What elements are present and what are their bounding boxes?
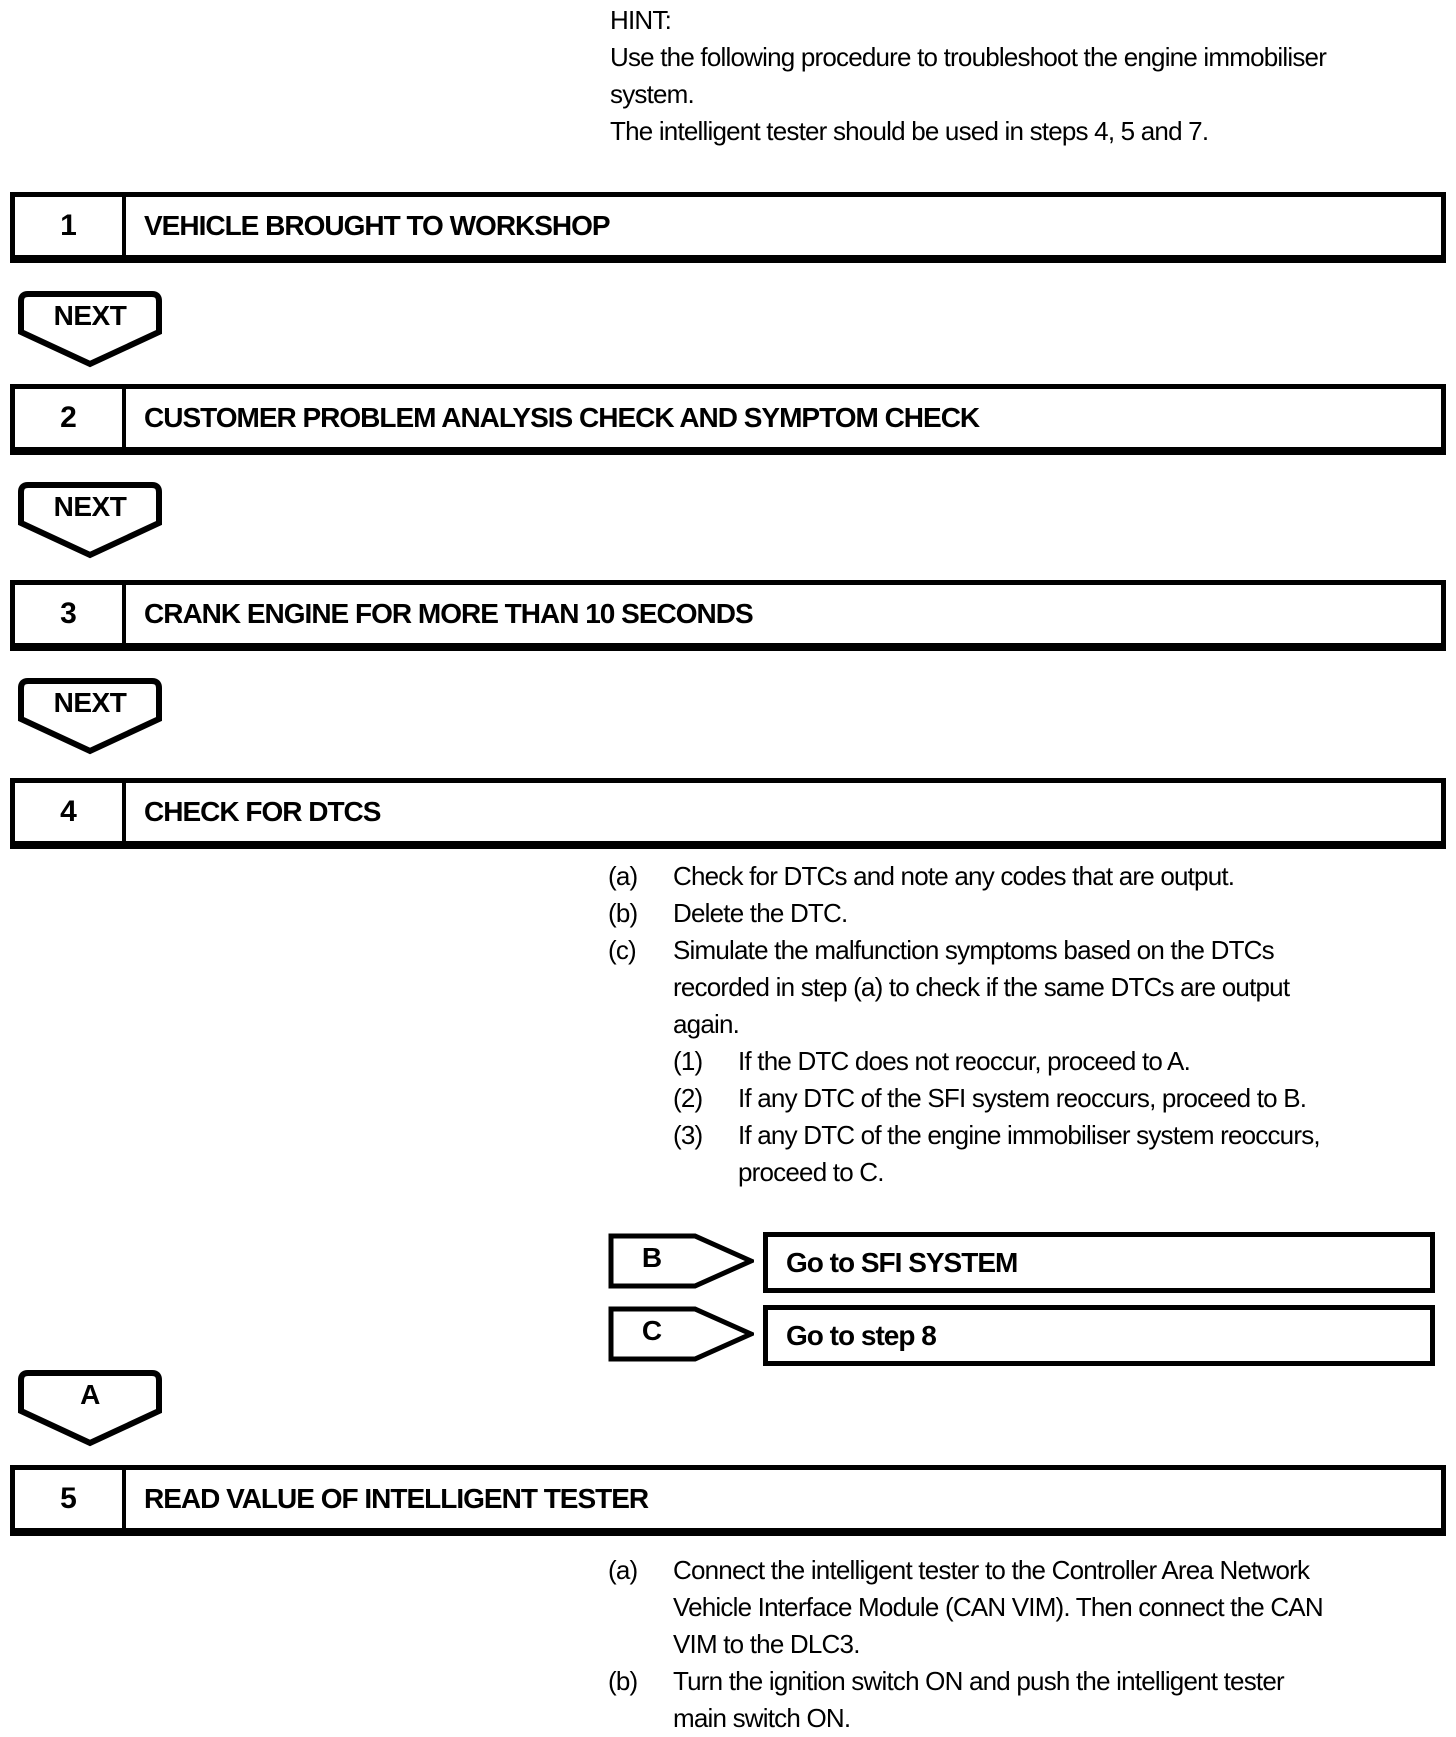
item-marker: (1) [673,1046,703,1076]
instruction-subitem: (1) If the DTC does not reoccur, proceed… [673,1043,1388,1080]
next-label: NEXT [53,687,127,718]
down-arrow-shape [18,1370,162,1447]
step-row-1: 1 VEHICLE BROUGHT TO WORKSHOP [10,192,1446,263]
step-title: READ VALUE OF INTELLIGENT TESTER [144,1483,649,1514]
branch-action-box: Go to step 8 [763,1305,1435,1366]
next-connector-1: NEXT [18,291,162,369]
branch-label: C [641,1315,663,1346]
item-marker: (b) [608,898,638,928]
hint-text-2: The intelligent tester should be used in… [610,116,1209,146]
right-arrow-shape [608,1306,754,1362]
down-arrow-shape [18,291,162,368]
item-marker: (c) [608,935,637,965]
item-marker: (b) [608,1666,638,1696]
branch-row-c: C Go to step 8 [608,1305,1448,1366]
step-5-instructions: (a) Connect the intelligent tester to th… [608,1552,1388,1737]
instruction-item: (c) Simulate the malfunction symptoms ba… [608,932,1388,1043]
hint-label: HINT: [610,5,672,35]
step-title: CUSTOMER PROBLEM ANALYSIS CHECK AND SYMP… [144,402,980,433]
item-text: Connect the intelligent tester to the Co… [673,1555,1324,1659]
next-label: NEXT [53,491,127,522]
branch-label: B [641,1242,663,1273]
instruction-subitem: (3) If any DTC of the engine immobiliser… [673,1117,1388,1191]
instruction-item: (a) Connect the intelligent tester to th… [608,1552,1388,1663]
step-number: 4 [15,783,126,841]
hint-text-1: Use the following procedure to troublesh… [610,42,1327,109]
step-number: 5 [15,1470,126,1528]
next-label: NEXT [53,300,127,331]
branch-action-text: Go to SFI SYSTEM [786,1246,1018,1278]
instruction-item: (b) Turn the ignition switch ON and push… [608,1663,1388,1737]
step-row-2: 2 CUSTOMER PROBLEM ANALYSIS CHECK AND SY… [10,384,1446,455]
item-marker: (a) [608,861,638,891]
step-title: CHECK FOR DTCS [144,796,381,827]
branch-row-b: B Go to SFI SYSTEM [608,1232,1448,1293]
branch-badge-c: C [608,1306,754,1362]
step-title: VEHICLE BROUGHT TO WORKSHOP [144,210,611,241]
item-text: Delete the DTC. [673,898,848,928]
branch-action-text: Go to step 8 [786,1319,937,1351]
a-label: A [80,1379,100,1410]
instruction-item: (a) Check for DTCs and note any codes th… [608,858,1388,895]
step-row-3: 3 CRANK ENGINE FOR MORE THAN 10 SECONDS [10,580,1446,651]
item-text: Simulate the malfunction symptoms based … [673,935,1290,1039]
item-marker: (3) [673,1120,703,1150]
item-marker: (a) [608,1555,638,1585]
item-text: If the DTC does not reoccur, proceed to … [738,1046,1191,1076]
down-arrow-shape [18,678,162,755]
step-number: 2 [15,389,126,447]
step-4-instructions: (a) Check for DTCs and note any codes th… [608,858,1388,1191]
instruction-subitem: (2) If any DTC of the SFI system reoccur… [673,1080,1388,1117]
hint-block: HINT: Use the following procedure to tro… [610,2,1330,150]
next-connector-2: NEXT [18,482,162,560]
next-connector-3: NEXT [18,678,162,756]
item-text: Turn the ignition switch ON and push the… [673,1666,1285,1733]
item-marker: (2) [673,1083,703,1113]
branch-action-box: Go to SFI SYSTEM [763,1232,1435,1293]
right-arrow-shape [608,1233,754,1289]
step-row-5: 5 READ VALUE OF INTELLIGENT TESTER [10,1465,1446,1536]
down-arrow-shape [18,482,162,559]
step-number: 1 [15,197,126,255]
item-text: If any DTC of the engine immobiliser sys… [738,1120,1321,1187]
step-title: CRANK ENGINE FOR MORE THAN 10 SECONDS [144,598,754,629]
step-row-4: 4 CHECK FOR DTCS [10,778,1446,849]
item-text: If any DTC of the SFI system reoccurs, p… [738,1083,1307,1113]
branch-badge-b: B [608,1233,754,1289]
instruction-item: (b) Delete the DTC. [608,895,1388,932]
step-number: 3 [15,585,126,643]
item-text: Check for DTCs and note any codes that a… [673,861,1235,891]
a-connector: A [18,1370,162,1448]
